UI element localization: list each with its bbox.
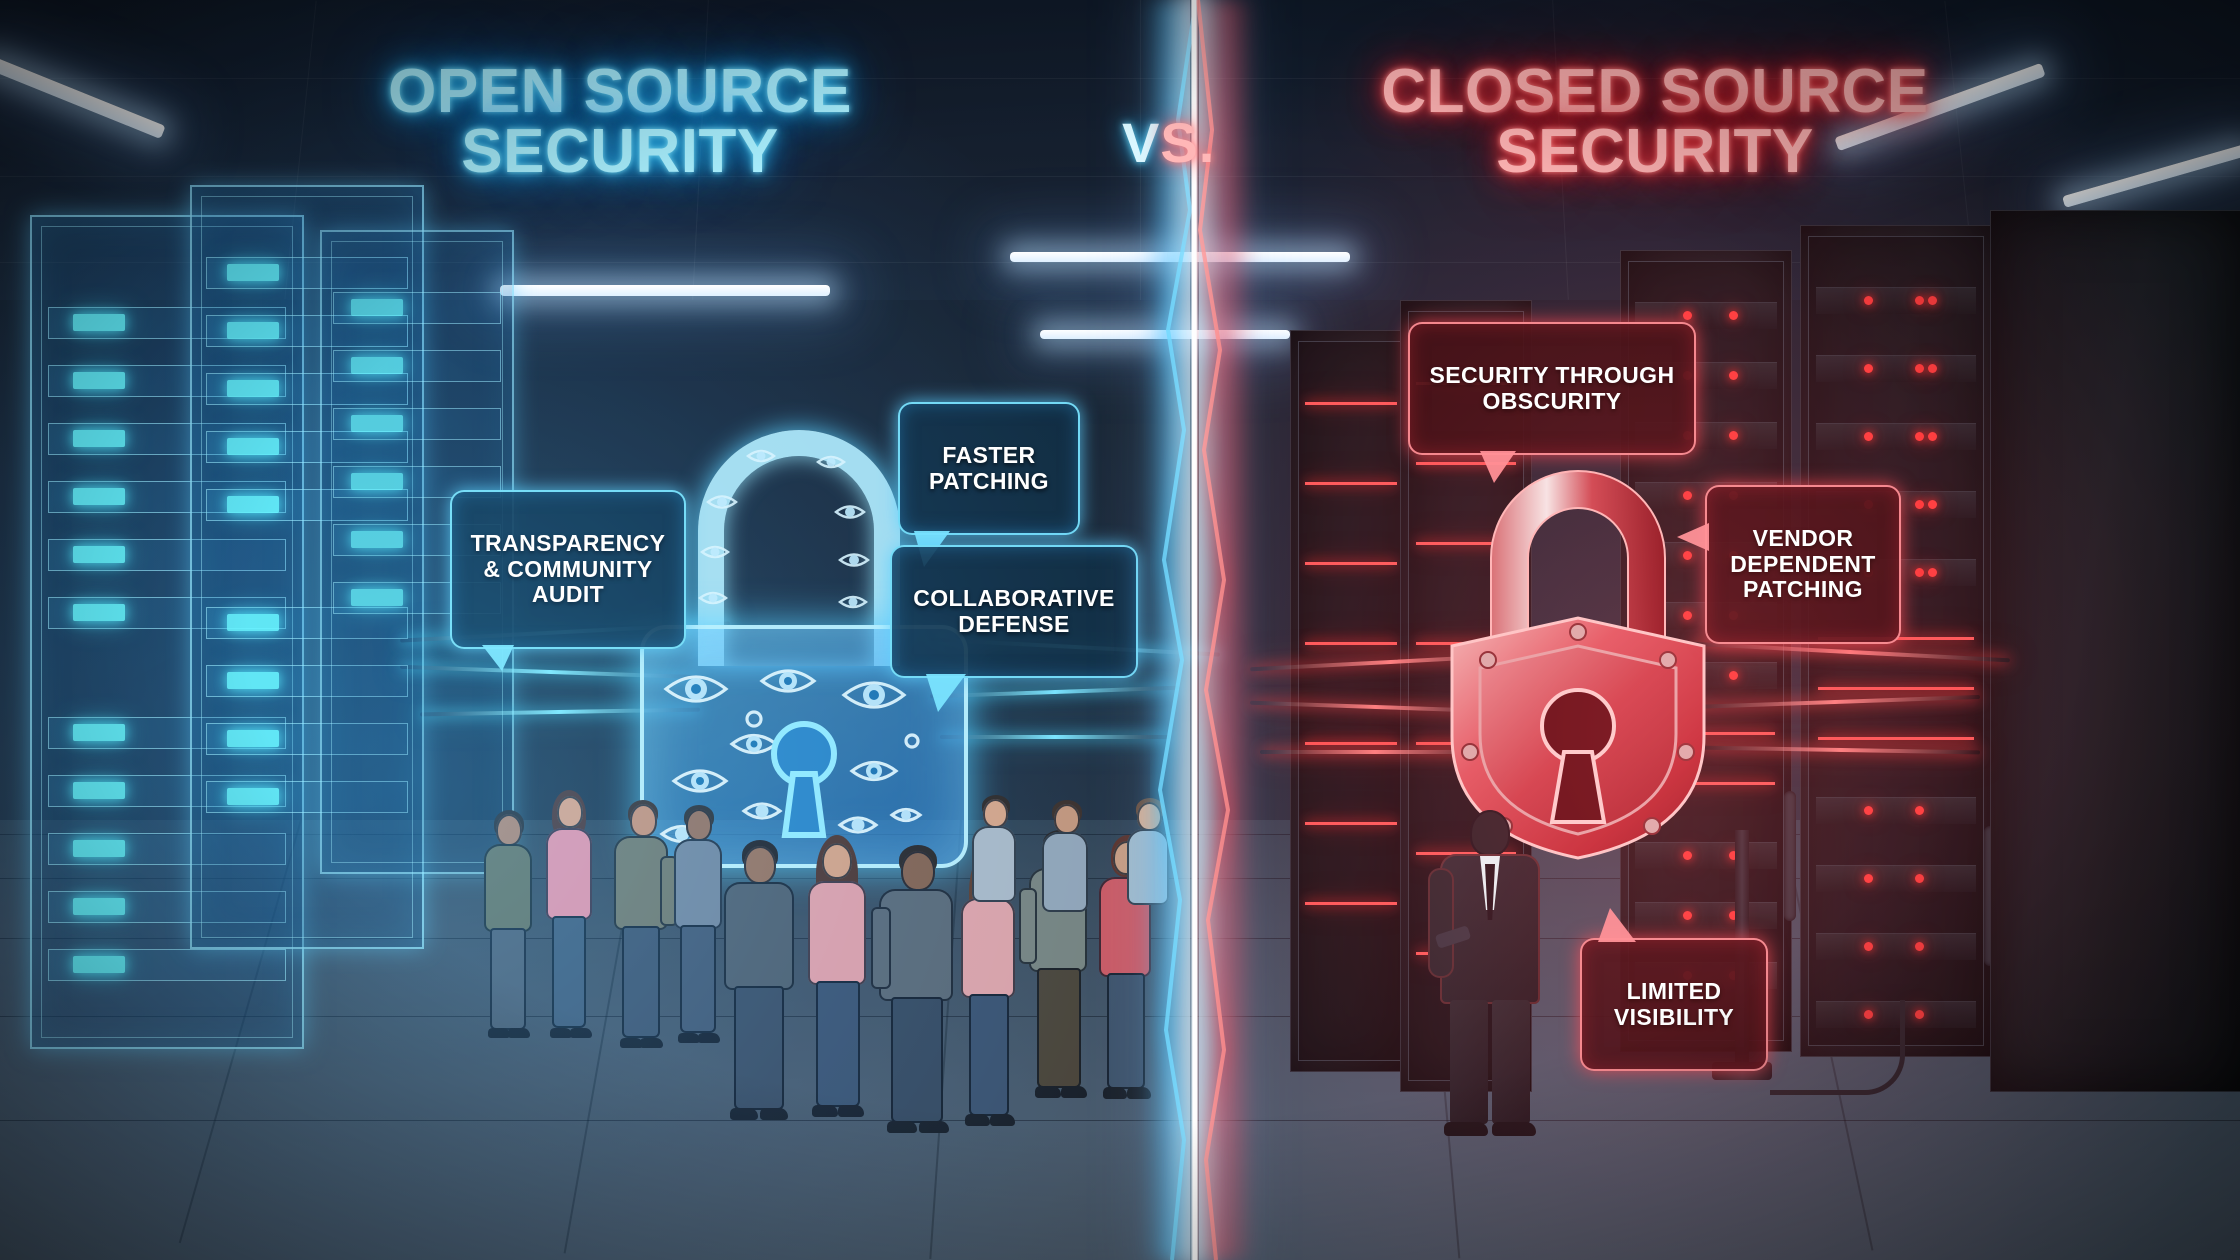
closed-server-rack <box>1990 210 2240 1092</box>
crowd-person <box>610 800 678 1050</box>
callout-limited-visibility-label: LIMITED VISIBILITY <box>1613 977 1735 1030</box>
closed-source-title: CLOSED SOURCE SECURITY <box>1381 57 1929 186</box>
ceiling-light <box>500 285 830 296</box>
versus-v: V <box>1122 111 1161 174</box>
callout-transparency-label: TRANSPARENCY & COMMUNITY AUDIT <box>470 529 666 608</box>
callout-tail <box>1480 451 1516 483</box>
callout-security-through-obscurity[interactable]: SECURITY THROUGH OBSCURITY <box>1408 322 1696 483</box>
callout-security-through-obscurity-label: SECURITY THROUGH OBSCURITY <box>1429 361 1675 414</box>
callout-faster-patching-label: FASTER PATCHING <box>929 441 1049 494</box>
crowd-person <box>1040 800 1094 1000</box>
ceiling-light <box>1040 330 1290 339</box>
crowd-person <box>540 790 598 1040</box>
crowd-person <box>1125 798 1175 988</box>
callout-collaborative-defense[interactable]: COLLABORATIVE DEFENSE <box>890 545 1138 712</box>
crowd-person <box>480 810 536 1040</box>
closed-server-rack <box>1290 330 1412 1072</box>
versus-s: S. <box>1160 111 1216 174</box>
callout-tail <box>926 674 966 712</box>
callout-collaborative-defense-label: COLLABORATIVE DEFENSE <box>913 584 1115 637</box>
lone-businessman <box>1428 810 1550 1140</box>
data-stream <box>940 735 1170 739</box>
callout-limited-visibility[interactable]: LIMITED VISIBILITY <box>1580 908 1768 1071</box>
callout-transparency[interactable]: TRANSPARENCY & COMMUNITY AUDIT <box>450 490 686 671</box>
callout-vendor-dependent-patching-label: VENDOR DEPENDENT PATCHING <box>1730 524 1876 603</box>
crowd-person <box>800 835 872 1120</box>
open-source-title: OPEN SOURCE SECURITY <box>388 57 852 186</box>
callout-vendor-dependent-patching[interactable]: VENDOR DEPENDENT PATCHING <box>1677 485 1901 644</box>
callout-faster-patching[interactable]: FASTER PATCHING <box>898 402 1080 567</box>
callout-tail <box>1598 908 1636 942</box>
ceiling-light <box>1010 252 1350 262</box>
callout-tail <box>482 644 514 671</box>
power-cable <box>1770 1000 1905 1095</box>
versus-label: VS. <box>1122 110 1215 175</box>
closed-source-padlock-icon <box>1428 440 1728 860</box>
callout-tail <box>1677 523 1709 551</box>
crowd-person <box>970 795 1022 985</box>
crowd-person <box>720 840 798 1120</box>
crowd-person <box>871 845 957 1135</box>
